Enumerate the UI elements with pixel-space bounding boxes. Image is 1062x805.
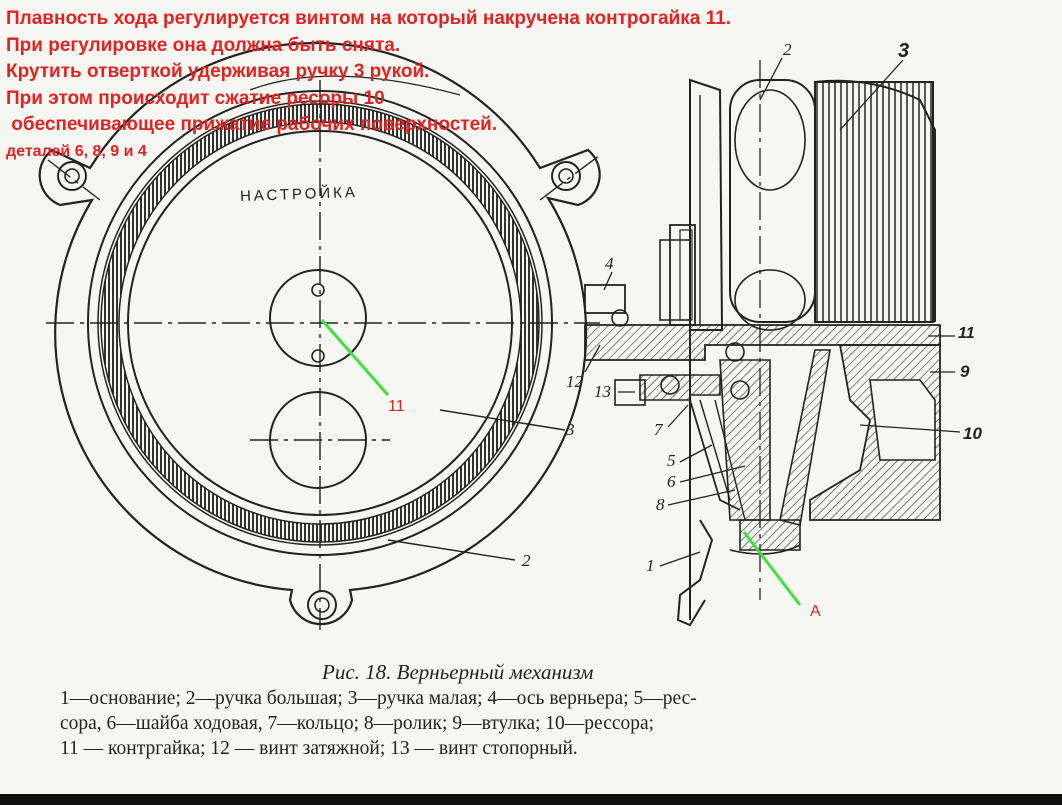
pointers <box>320 319 802 606</box>
annotation-line: При этом происходит сжатие ресоры 10 <box>6 87 385 109</box>
knob-2 <box>729 79 816 323</box>
figure-title: Рис. 18. Верньерный механизм <box>322 660 594 684</box>
pointer-11 <box>320 319 390 396</box>
red-label-11: 11 <box>388 398 405 415</box>
label-3-front: 3 <box>566 420 575 439</box>
mount-hole-bottom <box>307 590 337 620</box>
roller-8 <box>719 359 771 521</box>
label-3-top: 3 <box>898 40 910 62</box>
annotation-line: обеспечивающее прижатие рабочих поверхно… <box>6 114 498 135</box>
mount-hole-left <box>57 161 87 191</box>
base-1 <box>676 519 714 627</box>
label-2-top: 2 <box>783 40 792 59</box>
strike-lines <box>249 75 461 96</box>
legend-line: 11 — контргайка; 12 — винт затяжной; 13 … <box>60 738 578 759</box>
label-13: 13 <box>594 382 611 401</box>
small-knob <box>269 269 367 367</box>
section-view <box>584 57 961 627</box>
annotation-line: Крутить отверткой удерживая ручку 3 руко… <box>6 61 430 82</box>
label-11: 11 <box>958 325 975 342</box>
label-10: 10 <box>963 424 982 443</box>
annotation-note: Плавность хода регулируется винтом на ко… <box>6 6 731 165</box>
bottom-border <box>0 794 1062 805</box>
base-plate <box>584 324 941 361</box>
mount-hole-right <box>551 161 581 191</box>
red-label-A: A <box>810 603 821 620</box>
legend-line: сора, 6—шайба ходовая, 7—кольцо; 8—ролик… <box>60 713 655 734</box>
label-1: 1 <box>646 556 655 575</box>
annotation-line: При регулировке она должна быть снята. <box>6 34 401 56</box>
axis-4 <box>584 284 626 314</box>
knob-3 <box>814 81 934 323</box>
figure-legend: 1—основание; 2—ручка большая; 3—ручка ма… <box>60 686 980 761</box>
label-2-front: 2 <box>522 551 531 570</box>
legend-line: 1—основание; 2—ручка большая; 3—ручка ма… <box>60 688 697 709</box>
label-6: 6 <box>667 472 676 491</box>
label-8: 8 <box>656 495 665 514</box>
label-9: 9 <box>960 362 970 381</box>
label-5: 5 <box>667 451 676 470</box>
label-12: 12 <box>566 372 583 391</box>
label-4: 4 <box>605 254 614 273</box>
flange-outline <box>38 41 601 626</box>
label-7: 7 <box>654 420 663 439</box>
annotation-line: Плавность хода регулируется винтом на ко… <box>6 8 731 29</box>
pointer-A <box>742 531 802 606</box>
annotation-line: деталей 6, 8, 9 и 4 <box>6 142 147 160</box>
